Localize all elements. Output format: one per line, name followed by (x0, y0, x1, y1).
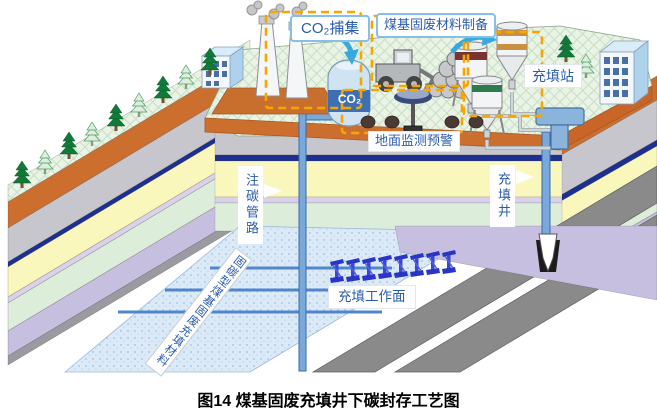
filling-station-label: 充填站 (524, 64, 582, 89)
dome-sensor-icon (468, 115, 484, 129)
carbon-injection-pipe (298, 111, 307, 372)
ground-sensor-domes (360, 115, 484, 129)
dome-sensor-icon (360, 115, 376, 129)
wheel-loader-icon (375, 49, 441, 95)
pipes (298, 111, 560, 372)
left-strata-layers (7, 39, 251, 366)
injection-pipeline-label: 注碳管路 (238, 166, 263, 244)
seam-purple-band (394, 225, 657, 301)
dome-sensor-icon (384, 115, 400, 129)
process-diagram (7, 0, 657, 373)
dome-sensor-icon (444, 115, 460, 129)
co2-tank-text: CO₂ (337, 92, 362, 106)
injection-pipeline-callout-tail (264, 184, 282, 198)
material-preparation-label: 煤基固废材料制备 (376, 13, 497, 38)
working-face-label: 充填工作面 (328, 285, 416, 309)
co2-capture-box (264, 10, 363, 110)
filling-well-label: 充填井 (490, 165, 515, 227)
layer-navy (214, 154, 563, 162)
roadway-strip (311, 165, 657, 373)
underground-workings (63, 165, 657, 373)
co2-storage-tank (327, 59, 371, 127)
chimney-icon (255, 19, 281, 97)
discharge-nozzle-icon (538, 233, 558, 273)
monitoring-box (340, 88, 464, 135)
co2-capture-label: CO₂捕集 (290, 15, 371, 43)
silo-to-pump-pipes (471, 92, 551, 150)
silo-group (452, 21, 551, 150)
figure-caption: 图14 煤基固废充填井下碳封存工艺图 (197, 393, 460, 410)
discharge-device (536, 233, 560, 273)
smoke-icon (246, 0, 308, 20)
arrow-head (344, 49, 359, 65)
silo-icon (469, 75, 505, 139)
silo-station-box (462, 30, 544, 118)
ground-monitoring-label: 地面监测预警 (368, 131, 461, 152)
dish-antenna-top (397, 89, 429, 99)
filling-well-callout-tail (516, 170, 534, 184)
building-right-icon (598, 40, 650, 105)
tank-highlight (336, 62, 362, 70)
silo-icon (452, 41, 490, 114)
sensor-pole (411, 100, 415, 128)
